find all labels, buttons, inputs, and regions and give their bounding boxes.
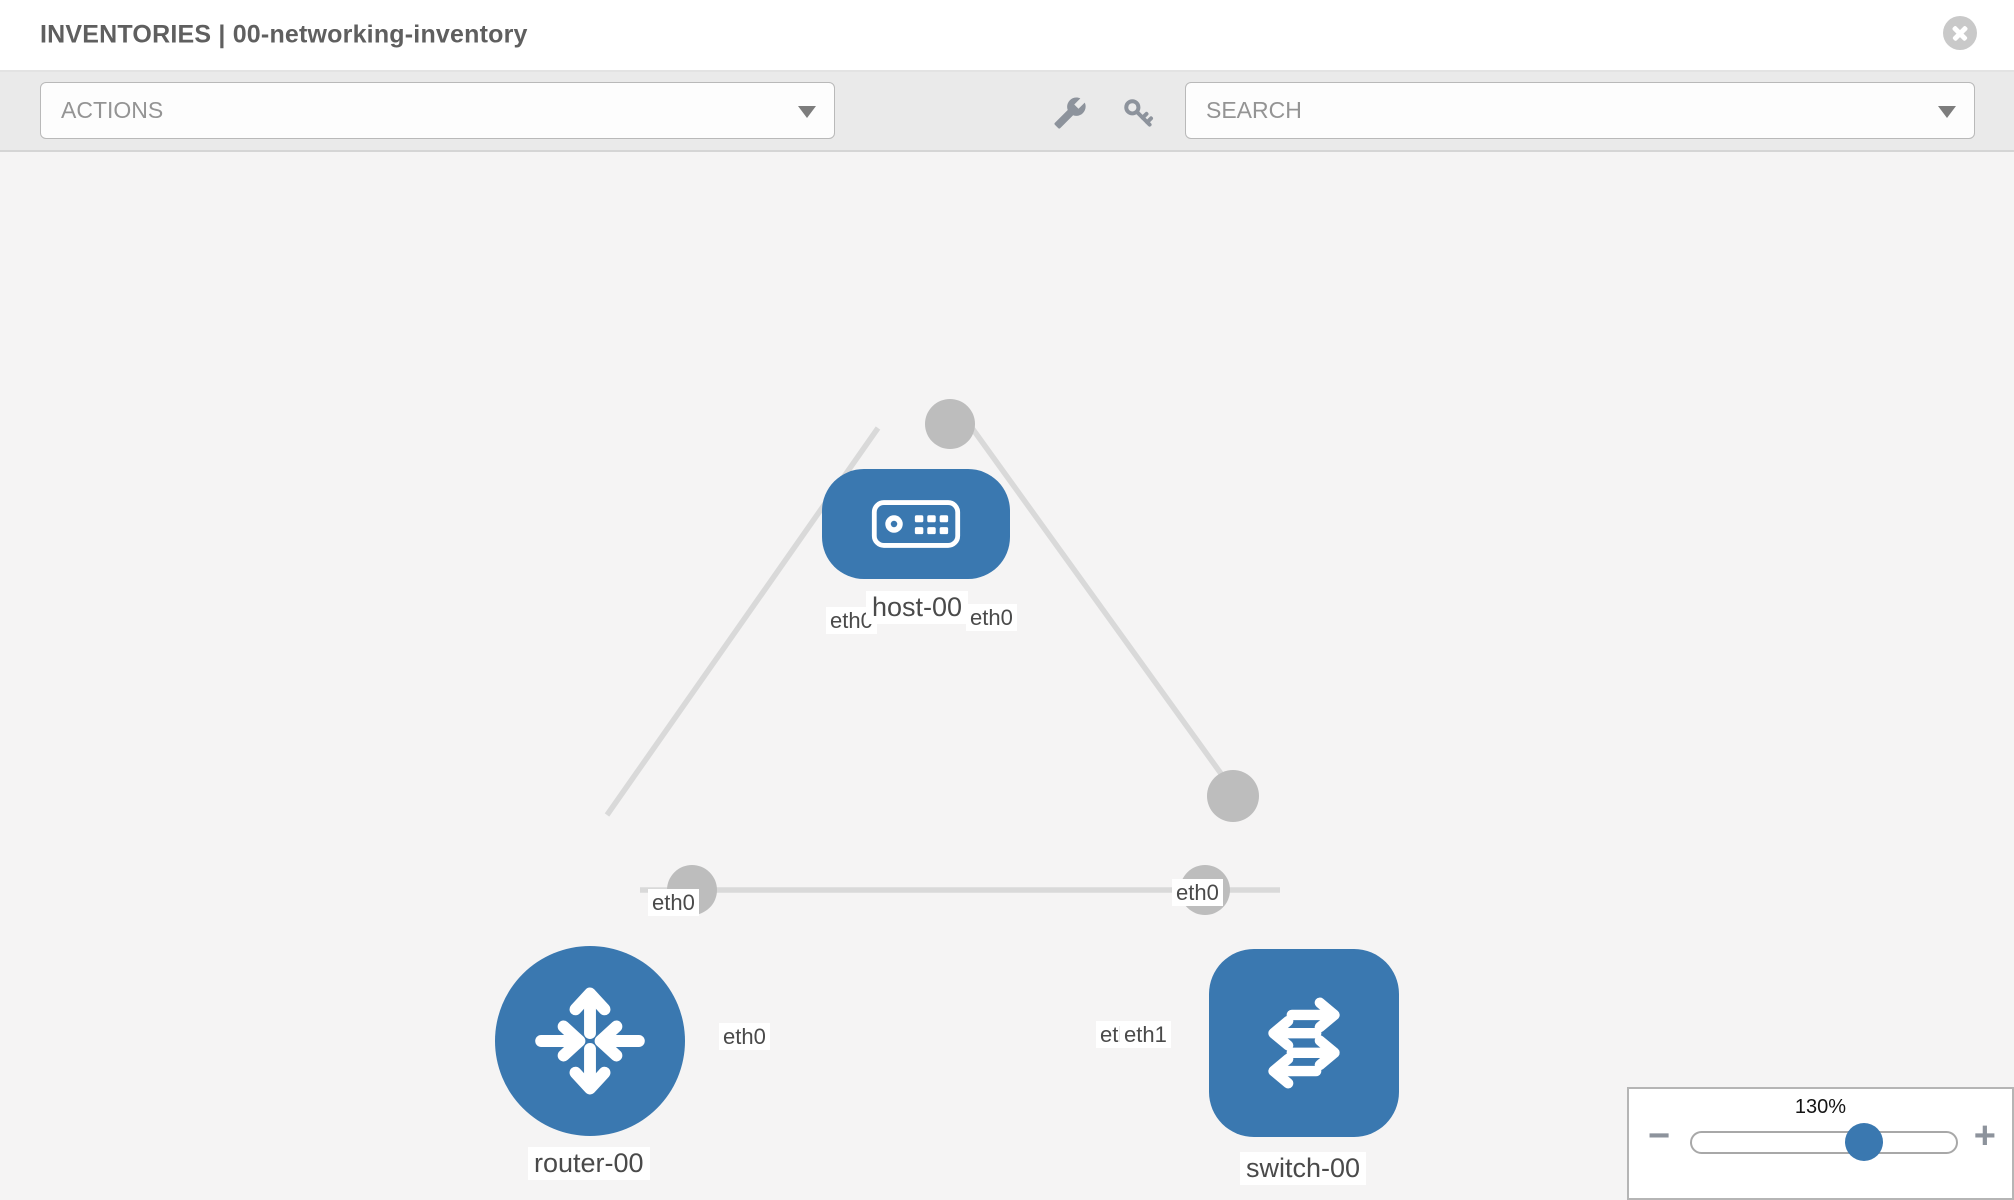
switch-icon: [1268, 997, 1340, 1089]
zoom-slider-track[interactable]: [1690, 1123, 1958, 1161]
toolbar: ACTIONS SEARCH: [0, 72, 2014, 152]
iface-label-switch-link-eth0: eth0: [1172, 879, 1223, 907]
node-label-host: host-00: [866, 591, 969, 625]
zoom-slider-knob[interactable]: [1845, 1123, 1883, 1161]
actions-dropdown-label: ACTIONS: [61, 97, 164, 123]
zoom-control-panel: 130% − +: [1627, 1087, 2014, 1200]
page-title: INVENTORIES | 00-networking-inventory: [40, 20, 528, 49]
search-dropdown-label: SEARCH: [1206, 97, 1302, 123]
link-host-switch: [969, 426, 1243, 802]
port-host: [925, 399, 975, 449]
panel-header: INVENTORIES | 00-networking-inventory: [0, 0, 2014, 72]
node-label-switch: switch-00: [1240, 1152, 1367, 1186]
host-icon: [871, 500, 961, 548]
actions-dropdown[interactable]: ACTIONS: [40, 82, 835, 139]
chevron-down-icon: [1938, 105, 1956, 118]
zoom-out-button[interactable]: −: [1648, 1115, 1671, 1157]
zoom-level: 130%: [1794, 1096, 1847, 1118]
zoom-in-button[interactable]: +: [1973, 1115, 1996, 1157]
iface-label-router-eth0: eth0: [719, 1023, 770, 1051]
close-icon[interactable]: [1943, 16, 1977, 50]
iface-label-router-link-eth0: eth0: [648, 889, 699, 917]
node-host-00[interactable]: [822, 469, 1010, 579]
search-dropdown[interactable]: SEARCH: [1185, 82, 1975, 139]
key-icon[interactable]: [1121, 96, 1155, 130]
chevron-down-icon: [798, 105, 816, 118]
node-switch-00[interactable]: [1209, 949, 1399, 1137]
node-router-00[interactable]: [495, 946, 685, 1136]
router-icon: [535, 987, 645, 1095]
iface-label-switch-eth1: eth1: [1120, 1021, 1171, 1049]
node-label-router: router-00: [528, 1147, 650, 1181]
iface-label-host-eth0-right: eth0: [966, 604, 1017, 632]
topology-links-layer: [604, 399, 1280, 915]
topology-canvas[interactable]: host-00 router-00 switch-00 eth0 eth0 et…: [0, 152, 2014, 1200]
wrench-icon[interactable]: [1053, 96, 1087, 130]
port-switch-eth0: [1207, 770, 1259, 822]
